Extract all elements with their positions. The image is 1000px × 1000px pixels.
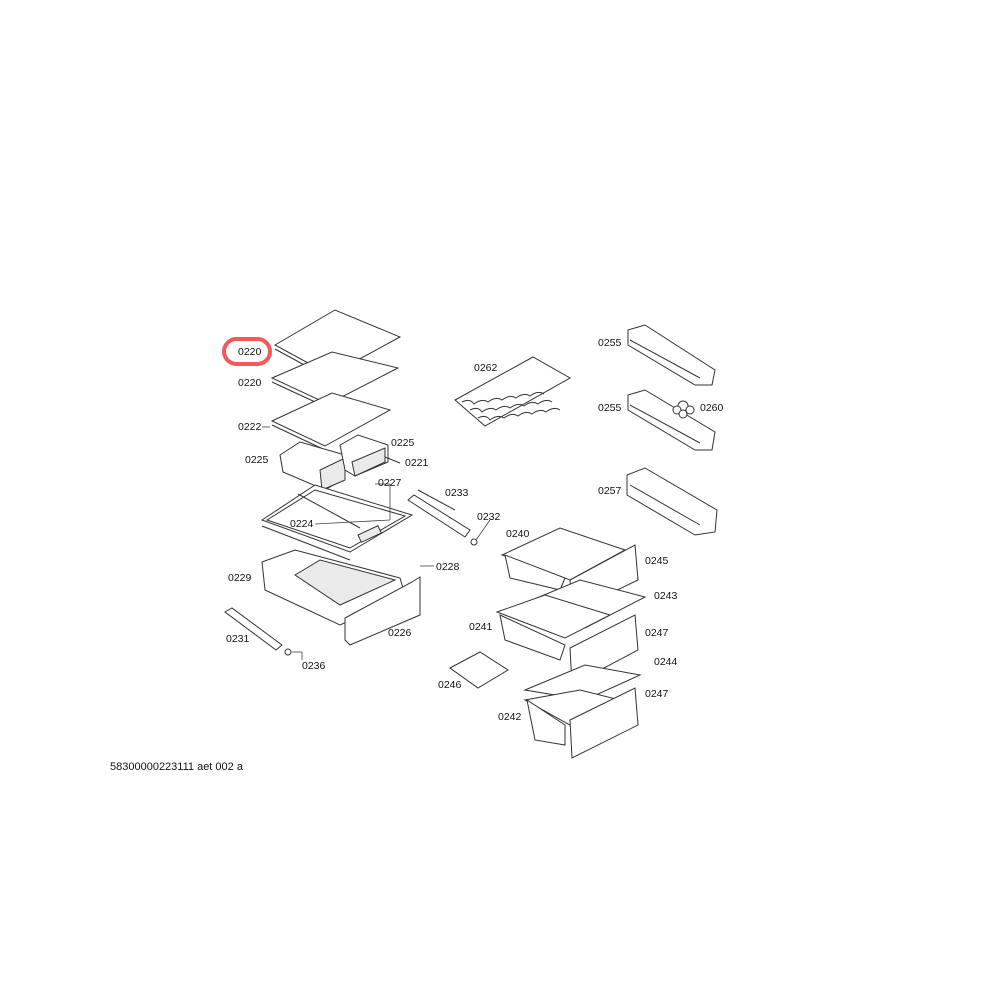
rail-0221 — [384, 456, 401, 464]
part-label-0255b[interactable]: 0255 — [598, 402, 622, 414]
part-label-0262[interactable]: 0262 — [474, 362, 498, 374]
part-label-0236[interactable]: 0236 — [302, 660, 326, 672]
part-label-0240[interactable]: 0240 — [506, 528, 530, 540]
small-drawer-left[interactable] — [279, 441, 346, 491]
part-label-0257[interactable]: 0257 — [598, 485, 622, 497]
guide-strip-0233[interactable] — [417, 489, 456, 511]
part-label-0247b[interactable]: 0247 — [645, 688, 669, 700]
door-shelf-bottom-0257[interactable] — [626, 467, 718, 536]
leader-lines — [262, 426, 491, 660]
freezer-drawer-bottom-0242[interactable] — [523, 687, 639, 759]
bottle-rack-0262[interactable] — [454, 356, 572, 427]
part-label-0245[interactable]: 0245 — [645, 555, 669, 567]
part-label-0224[interactable]: 0224 — [290, 518, 314, 530]
part-label-0260[interactable]: 0260 — [700, 402, 724, 414]
door-shelf-middle-0255[interactable] — [627, 389, 716, 451]
part-label-0220[interactable]: 0220 — [238, 346, 262, 358]
part-label-0225a[interactable]: 0225 — [391, 437, 415, 449]
part-label-0229[interactable]: 0229 — [228, 572, 252, 584]
highlight-circle — [222, 337, 272, 366]
part-label-0225b[interactable]: 0225 — [245, 454, 269, 466]
part-label-0221[interactable]: 0221 — [405, 457, 429, 469]
part-label-0242[interactable]: 0242 — [498, 711, 522, 723]
part-label-0227[interactable]: 0227 — [378, 477, 402, 489]
part-label-0226[interactable]: 0226 — [388, 627, 412, 639]
telescopic-rail-0232[interactable] — [407, 494, 478, 546]
part-label-0243[interactable]: 0243 — [654, 590, 678, 602]
drawing-id: 58300000223111 aet 002 a — [110, 761, 243, 773]
part-label-0220b[interactable]: 0220 — [238, 377, 262, 389]
part-label-0244[interactable]: 0244 — [654, 656, 678, 668]
part-label-0247a[interactable]: 0247 — [645, 627, 669, 639]
part-label-0233[interactable]: 0233 — [445, 487, 469, 499]
part-label-0231[interactable]: 0231 — [226, 633, 250, 645]
part-label-0228[interactable]: 0228 — [436, 561, 460, 573]
door-shelf-top-0255[interactable] — [627, 324, 716, 386]
small-drawer-right[interactable] — [339, 434, 389, 477]
ice-tray-0246[interactable] — [449, 651, 509, 689]
part-label-0255a[interactable]: 0255 — [598, 337, 622, 349]
part-label-0222[interactable]: 0222 — [238, 421, 262, 433]
large-drawer[interactable] — [261, 549, 421, 646]
part-label-0241[interactable]: 0241 — [469, 621, 493, 633]
roller-0236[interactable] — [284, 648, 292, 656]
part-label-0232[interactable]: 0232 — [477, 511, 501, 523]
humidity-slider-0231[interactable] — [224, 607, 283, 651]
part-label-0246[interactable]: 0246 — [438, 679, 462, 691]
glass-shelf-third[interactable] — [270, 392, 392, 451]
